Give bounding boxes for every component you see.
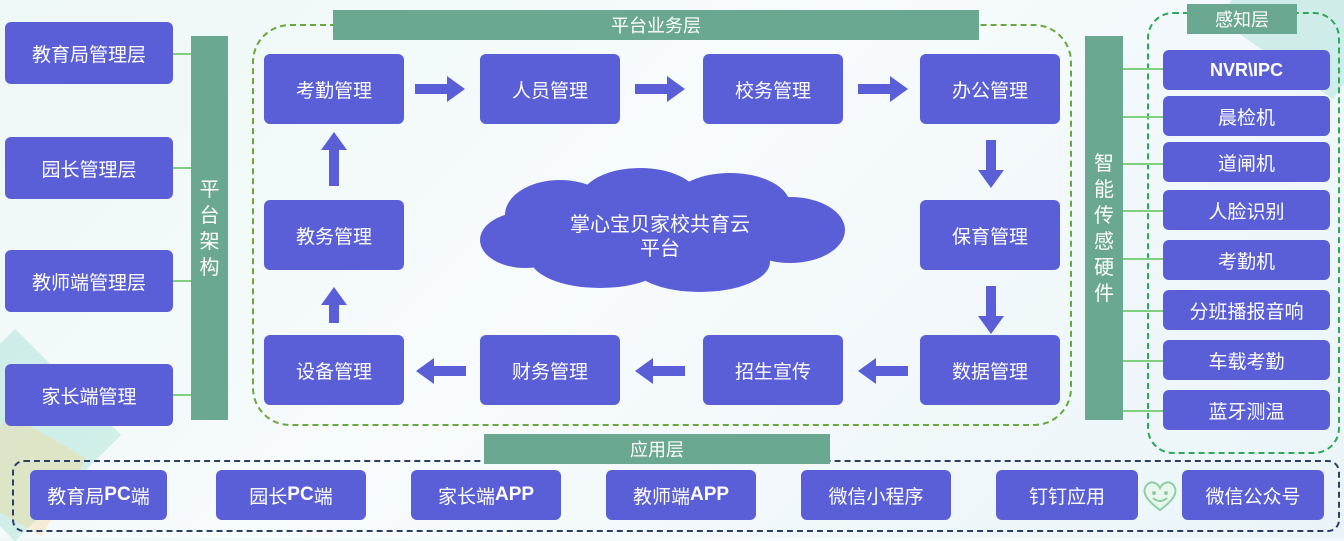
- app-label-bold: APP: [494, 484, 535, 505]
- arrow-left-icon: [635, 358, 685, 384]
- arrow-right-icon: [635, 76, 685, 102]
- smart-hardware-bar: 智能传感硬件: [1085, 36, 1123, 420]
- arrow-right-icon: [415, 76, 465, 102]
- connector-line: [1123, 258, 1163, 260]
- module-attendance[interactable]: 考勤管理: [264, 54, 404, 124]
- perception-layer-title: 感知层: [1187, 4, 1297, 34]
- module-school-affairs[interactable]: 校务管理: [703, 54, 843, 124]
- app-label: 教师端: [632, 485, 690, 508]
- connector-line: [1123, 163, 1163, 165]
- arrow-right-icon: [858, 76, 908, 102]
- arrow-down-icon: [978, 140, 1004, 188]
- arrow-left-icon: [858, 358, 908, 384]
- device-nvr-ipc[interactable]: NVR\IPC: [1163, 50, 1330, 90]
- business-layer-title: 平台业务层: [333, 10, 979, 40]
- app-wechat-official-account[interactable]: 微信公众号: [1182, 470, 1324, 520]
- connector-line: [173, 280, 191, 282]
- cloud-line-2: 平台: [640, 236, 680, 260]
- app-label-bold: PC: [104, 484, 131, 505]
- app-label-bold: APP: [689, 484, 730, 505]
- module-office[interactable]: 办公管理: [920, 54, 1060, 124]
- connector-line: [1123, 210, 1163, 212]
- layer-principal[interactable]: 园长管理层: [5, 137, 173, 199]
- app-label-bold: PC: [287, 484, 314, 505]
- module-data[interactable]: 数据管理: [920, 335, 1060, 405]
- connector-line: [173, 53, 191, 55]
- module-finance[interactable]: 财务管理: [480, 335, 620, 405]
- connector-line: [173, 394, 191, 396]
- device-attendance-machine[interactable]: 考勤机: [1163, 240, 1330, 280]
- connector-line: [1123, 310, 1163, 312]
- app-layer-title: 应用层: [484, 434, 830, 464]
- app-wechat-miniprogram[interactable]: 微信小程序: [801, 470, 951, 520]
- connector-line: [1123, 68, 1163, 70]
- platform-architecture-label: 平台架构: [199, 177, 220, 279]
- module-childcare[interactable]: 保育管理: [920, 200, 1060, 270]
- arrow-up-icon: [321, 132, 347, 186]
- cloud-shape: [480, 168, 845, 292]
- app-label-suffix: 端: [313, 485, 333, 508]
- connector-line: [1123, 116, 1163, 118]
- connector-line: [173, 167, 191, 169]
- app-dingtalk[interactable]: 钉钉应用: [996, 470, 1138, 520]
- device-face-recognition[interactable]: 人脸识别: [1163, 190, 1330, 230]
- module-enrollment[interactable]: 招生宣传: [703, 335, 843, 405]
- module-equipment[interactable]: 设备管理: [264, 335, 404, 405]
- device-barrier-gate[interactable]: 道闸机: [1163, 142, 1330, 182]
- arrow-up-icon: [321, 287, 347, 323]
- device-bluetooth-thermometer[interactable]: 蓝牙测温: [1163, 390, 1330, 430]
- arrow-down-icon: [978, 286, 1004, 334]
- cloud-line-1: 掌心宝贝家校共育云: [570, 212, 750, 236]
- app-label: 家长端: [437, 485, 495, 508]
- module-teaching[interactable]: 教务管理: [264, 200, 404, 270]
- app-label: 园长: [249, 485, 288, 508]
- layer-education-bureau[interactable]: 教育局管理层: [5, 22, 173, 84]
- module-personnel[interactable]: 人员管理: [480, 54, 620, 124]
- smiley-heart-icon: [1143, 481, 1177, 512]
- connector-line: [1123, 410, 1163, 412]
- layer-teacher[interactable]: 教师端管理层: [5, 250, 173, 312]
- cloud-label: 掌心宝贝家校共育云 平台: [520, 212, 800, 260]
- device-class-speaker[interactable]: 分班播报音响: [1163, 290, 1330, 330]
- smart-hardware-label: 智能传感硬件: [1094, 151, 1114, 305]
- app-label: 教育局: [47, 485, 105, 508]
- device-morning-check[interactable]: 晨检机: [1163, 96, 1330, 136]
- platform-architecture-bar: 平台架构: [191, 36, 228, 420]
- connector-line: [1123, 360, 1163, 362]
- app-label-suffix: 端: [130, 485, 150, 508]
- layer-parent[interactable]: 家长端管理: [5, 364, 173, 426]
- device-vehicle-attendance[interactable]: 车载考勤: [1163, 340, 1330, 380]
- arrow-left-icon: [416, 358, 466, 384]
